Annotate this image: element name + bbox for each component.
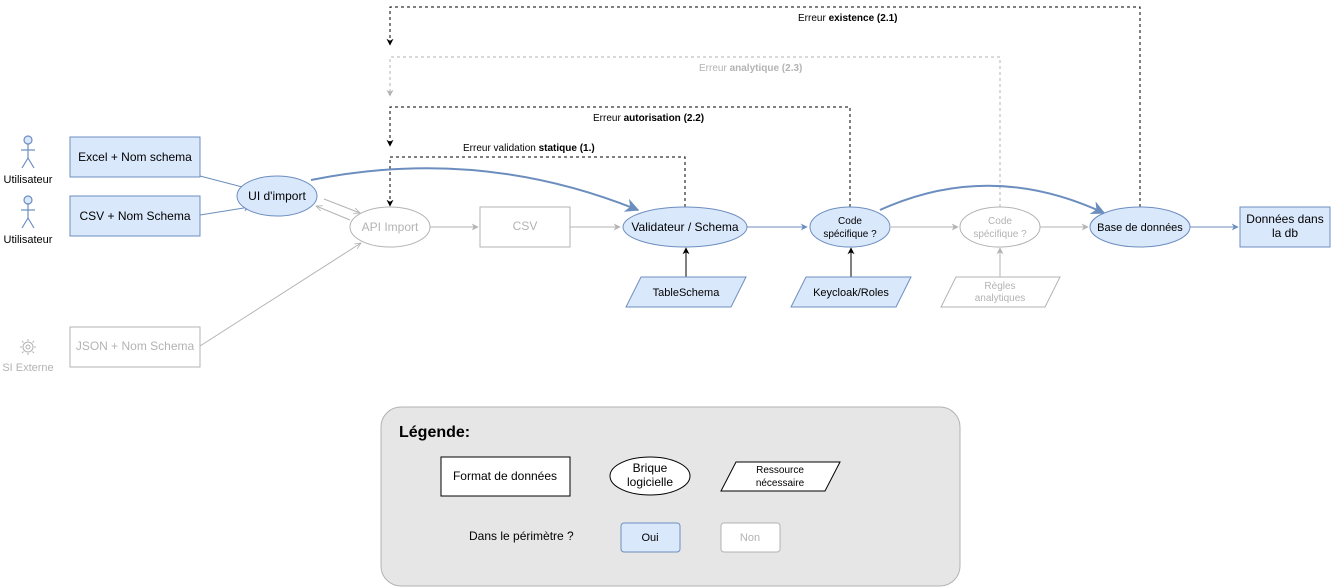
brick-code2-label-1: Code [988, 216, 1012, 227]
brick-code-specific-1: Code spécifique ? [809, 206, 891, 248]
person-icon [21, 195, 35, 229]
format-json: JSON + Nom Schema [69, 326, 201, 368]
resource-regles-label-2: analytiques [975, 293, 1026, 304]
error-existence-loop: Erreur existence (2.1) [386, 6, 1141, 207]
brick-ui-import: UI d'import [236, 175, 318, 217]
resource-tableschema-label: TableSchema [653, 287, 721, 299]
format-output-label-1: Données dans [1246, 212, 1323, 226]
legend-no: Non [720, 522, 781, 553]
format-json-label: JSON + Nom Schema [76, 339, 195, 353]
brick-database: Base de données [1089, 206, 1191, 248]
brick-code2-label-2: spécifique ? [973, 229, 1027, 240]
resource-keycloak: Keycloak/Roles [790, 276, 912, 308]
error-autorisation-label: Erreur autorisation (2.2) [593, 113, 704, 124]
legend-yes-label: Oui [641, 532, 658, 544]
actor-user-1-label: Utilisateur [4, 174, 53, 186]
resource-keycloak-label: Keycloak/Roles [813, 287, 889, 299]
actor-user-2-label: Utilisateur [4, 234, 53, 246]
edge-ui-to-api [323, 198, 360, 213]
edge-csv-to-ui [199, 204, 251, 216]
format-csv-input: CSV + Nom Schema [69, 195, 201, 237]
brick-database-label: Base de données [1097, 222, 1183, 234]
format-output: Données dans la db [1239, 206, 1331, 248]
edge-ui-to-validator [310, 167, 640, 212]
error-analytique-loop: Erreur analytique (2.3) [386, 56, 1001, 207]
resource-regles-label-1: Règles [984, 281, 1015, 292]
legend-resource-label-2: nécessaire [756, 478, 805, 489]
error-statique-loop: Erreur validation statique (1.) [386, 143, 686, 207]
legend-scope-question: Dans le périmètre ? [469, 529, 574, 543]
brick-code-specific-2: Code spécifique ? [959, 206, 1041, 248]
error-analytique-label: Erreur analytique (2.3) [699, 63, 802, 74]
format-csv: CSV [479, 206, 571, 248]
legend-yes: Oui [620, 522, 681, 553]
actor-external-label: SI Externe [2, 362, 53, 374]
legend-brick-label-1: Brique [633, 461, 668, 475]
format-excel-label: Excel + Nom schema [78, 150, 192, 164]
actor-user-1: Utilisateur [4, 135, 53, 186]
legend-brick: Brique logicielle [609, 456, 691, 496]
legend-resource-label-1: Ressource [756, 465, 804, 476]
brick-code1-label-1: Code [838, 216, 862, 227]
format-csv-input-label: CSV + Nom Schema [79, 209, 190, 223]
edge-code1-to-db [879, 184, 1106, 215]
format-excel: Excel + Nom schema [69, 136, 201, 178]
resource-tableschema: TableSchema [625, 276, 747, 308]
legend-title: Légende: [399, 424, 470, 441]
legend-data-format-label: Format de données [453, 469, 557, 483]
gear-icon [20, 339, 36, 355]
format-output-label-2: la db [1272, 226, 1298, 240]
format-csv-label: CSV [513, 219, 538, 233]
actor-external: SI Externe [2, 339, 54, 374]
legend-no-label: Non [740, 532, 760, 544]
legend-resource: Ressource nécessaire [720, 461, 841, 492]
brick-api-import: API Import [349, 206, 431, 248]
brick-ui-import-label: UI d'import [248, 189, 306, 203]
legend-data-format: Format de données [440, 456, 571, 497]
error-statique-label: Erreur validation statique (1.) [463, 143, 595, 154]
actor-user-2: Utilisateur [4, 195, 53, 246]
legend-brick-label-2: logicielle [627, 475, 673, 489]
person-icon [21, 135, 35, 169]
legend: Légende: Format de données Brique logici… [380, 406, 961, 587]
brick-validator-label: Validateur / Schema [631, 220, 738, 234]
brick-api-import-label: API Import [362, 220, 419, 234]
error-autorisation-loop: Erreur autorisation (2.2) [386, 106, 851, 207]
brick-validator: Validateur / Schema [622, 206, 748, 248]
flow-edges [199, 167, 1239, 347]
resource-regles: Règles analytiques [940, 276, 1061, 308]
edge-api-to-ui [316, 206, 351, 221]
edge-json-to-api [199, 243, 361, 347]
error-existence-label: Erreur existence (2.1) [798, 13, 898, 24]
brick-code1-label-2: spécifique ? [823, 229, 877, 240]
